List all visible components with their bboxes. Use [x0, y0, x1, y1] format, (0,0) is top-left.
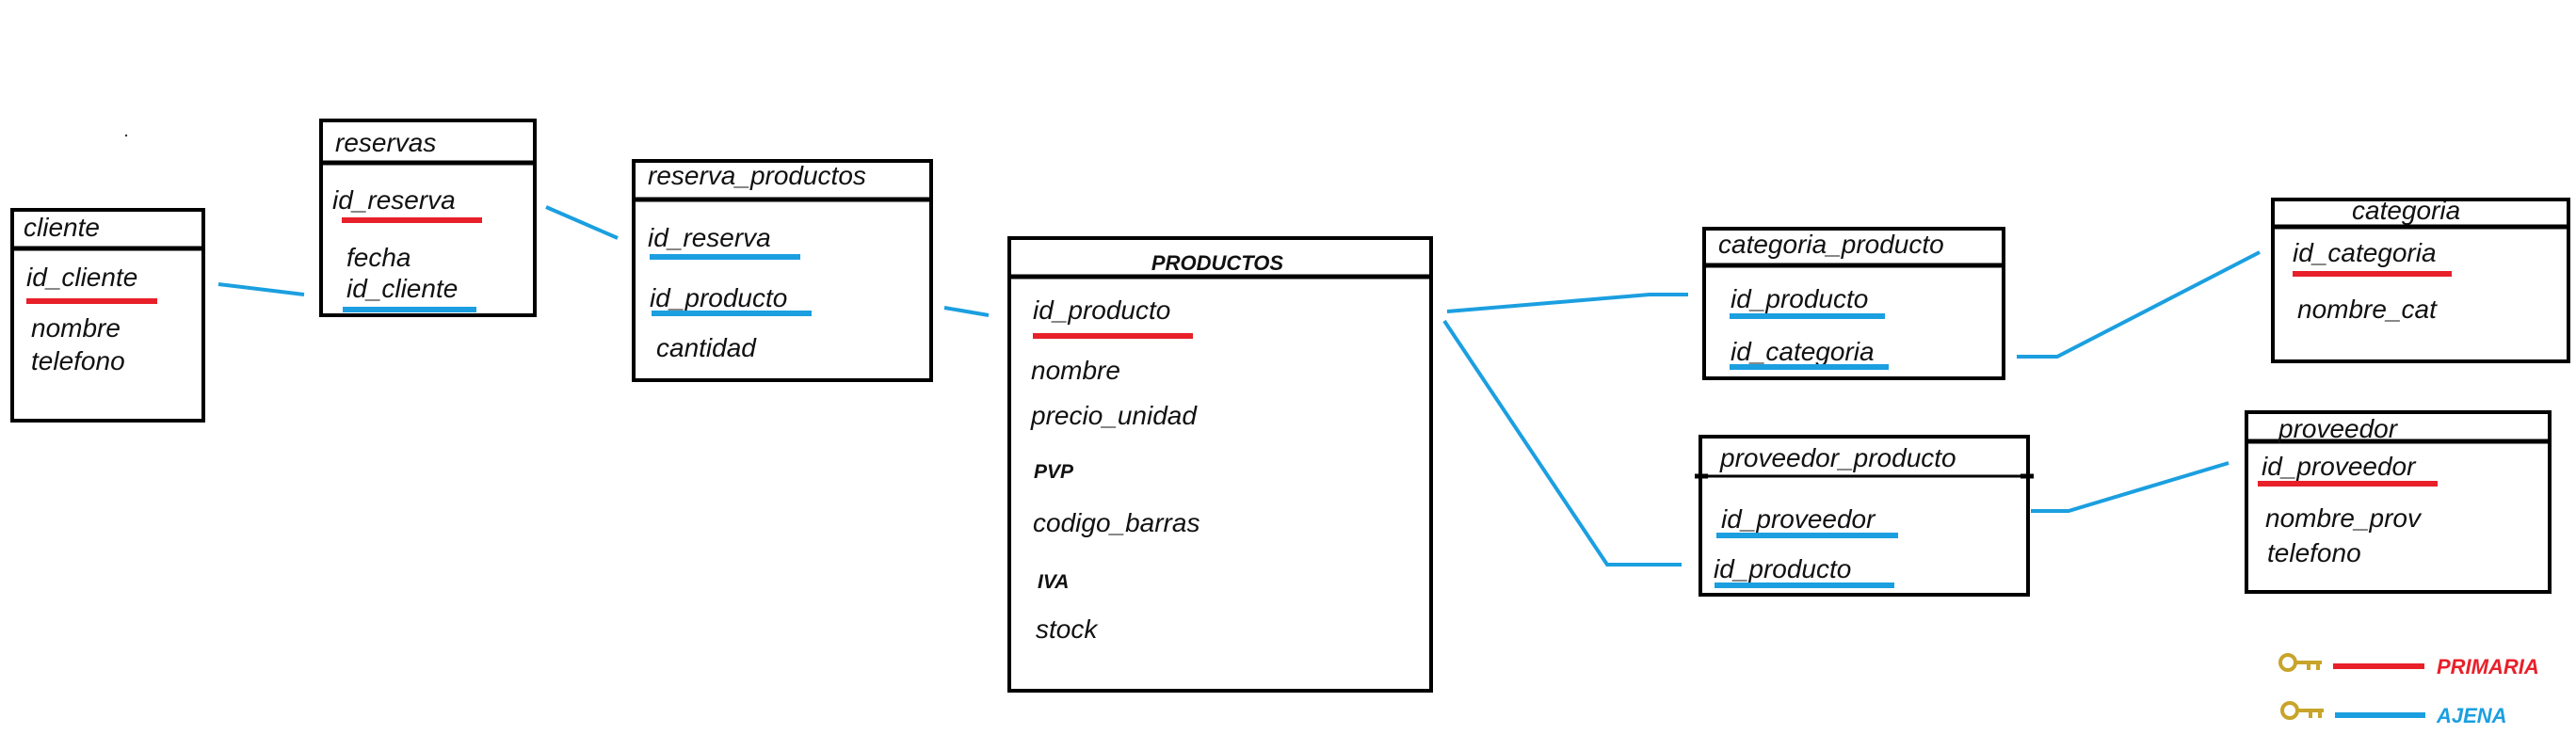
- legend-foreign-label: AJENA: [2436, 704, 2507, 727]
- field-foreign-key: id_producto: [650, 283, 787, 312]
- field: nombre_prov: [2265, 503, 2423, 533]
- table-cliente: cliente id_cliente nombre telefono: [10, 208, 205, 423]
- field: codigo_barras: [1033, 508, 1199, 537]
- table-title: proveedor: [2278, 414, 2399, 443]
- field: cantidad: [656, 333, 757, 362]
- table-title: categoria_producto: [1718, 230, 1944, 259]
- legend: PRIMARIA AJENA: [2278, 653, 2539, 727]
- field: precio_unidad: [1030, 401, 1198, 430]
- relation-proveedor-producto-proveedor: [2031, 461, 2230, 513]
- table-categoria: categoria id_categoria nombre_cat: [2271, 196, 2570, 363]
- table-proveedor: proveedor id_proveedor nombre_prov telef…: [2245, 410, 2552, 594]
- table-proveedor-producto: proveedor_producto id_proveedor id_produ…: [1695, 435, 2034, 597]
- table-title: categoria: [2352, 196, 2460, 225]
- table-productos: PRODUCTOS id_producto nombre precio_unid…: [1007, 236, 1433, 693]
- field: PVP: [1034, 461, 1074, 483]
- key-icon: [2280, 701, 2324, 720]
- relation-reserva-productos-productos: [943, 306, 990, 317]
- field-foreign-key: id_producto: [1731, 284, 1868, 313]
- field-foreign-key: id_producto: [1714, 554, 1851, 583]
- relation-categoria-producto-categoria: [2017, 250, 2261, 359]
- field-foreign-key: id_cliente: [346, 274, 458, 303]
- relation-cliente-reservas: [217, 282, 305, 296]
- field-primary-key: id_categoria: [2293, 238, 2437, 267]
- field: telefono: [31, 346, 125, 375]
- table-title: cliente: [24, 213, 100, 242]
- field-foreign-key: id_reserva: [648, 223, 771, 252]
- field-foreign-key: id_proveedor: [1721, 504, 1876, 534]
- field: IVA: [1038, 571, 1069, 593]
- table-reservas: reservas id_reserva fecha id_cliente: [319, 119, 537, 317]
- field-primary-key: id_reserva: [332, 185, 456, 215]
- field: fecha: [346, 243, 411, 272]
- relation-productos-categoria-producto: [1446, 293, 1688, 313]
- field-primary-key: id_producto: [1033, 295, 1170, 325]
- relation-reservas-reserva-productos: [545, 205, 619, 240]
- legend-primary-label: PRIMARIA: [2437, 655, 2539, 678]
- table-title: proveedor_producto: [1719, 443, 1956, 472]
- field-primary-key: id_cliente: [26, 263, 137, 292]
- table-title: PRODUCTOS: [1151, 251, 1283, 275]
- relation-productos-proveedor-producto: [1442, 319, 1682, 566]
- field: nombre: [31, 313, 121, 343]
- field: nombre: [1031, 356, 1120, 385]
- field: telefono: [2267, 538, 2361, 567]
- table-title: reservas: [335, 128, 436, 157]
- key-icon: [2278, 653, 2322, 672]
- field-foreign-key: id_categoria: [1731, 337, 1875, 366]
- field: nombre_cat: [2297, 295, 2438, 324]
- table-title: reserva_productos: [648, 161, 866, 190]
- field: stock: [1036, 614, 1099, 644]
- stray-dot: [124, 134, 128, 137]
- table-reserva-productos: reserva_productos id_reserva id_producto…: [632, 159, 933, 382]
- field-primary-key: id_proveedor: [2262, 452, 2417, 481]
- table-categoria-producto: categoria_producto id_producto id_catego…: [1702, 227, 2005, 380]
